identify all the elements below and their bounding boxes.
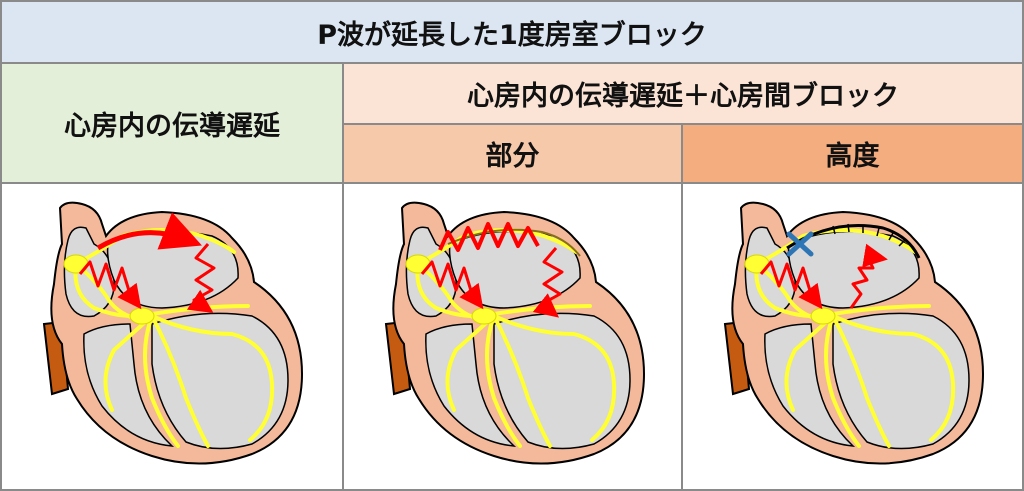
panel-partial-block	[342, 182, 683, 491]
panel-intra-atrial-delay	[0, 182, 344, 491]
retrograde-left-atrium-impulse	[849, 243, 888, 309]
sub-header-partial: 部分	[342, 123, 683, 184]
heart-cross-section-icon	[723, 200, 985, 466]
heart-diagram-partial	[384, 200, 646, 466]
heart-cross-section-icon	[42, 200, 304, 466]
pathway-hatch	[832, 223, 906, 247]
right-column-header: 心房内の伝導遅延＋心房間ブロック	[342, 62, 1024, 125]
slowed-interatrial-impulse	[438, 222, 540, 252]
page-title: P波が延長した1度房室ブロック	[0, 0, 1024, 64]
sub-header-advanced: 高度	[681, 123, 1024, 184]
left-atrium-impulse	[186, 243, 216, 313]
panel-advanced-block	[681, 182, 1024, 491]
left-column-header: 心房内の伝導遅延	[0, 62, 344, 184]
left-atrium-impulse	[532, 247, 564, 318]
heart-diagram-intra-atrial	[42, 200, 304, 466]
heart-diagram-advanced	[723, 200, 985, 466]
block-x-mark-icon	[786, 231, 814, 257]
interatrial-conduction-arrow	[96, 212, 202, 251]
